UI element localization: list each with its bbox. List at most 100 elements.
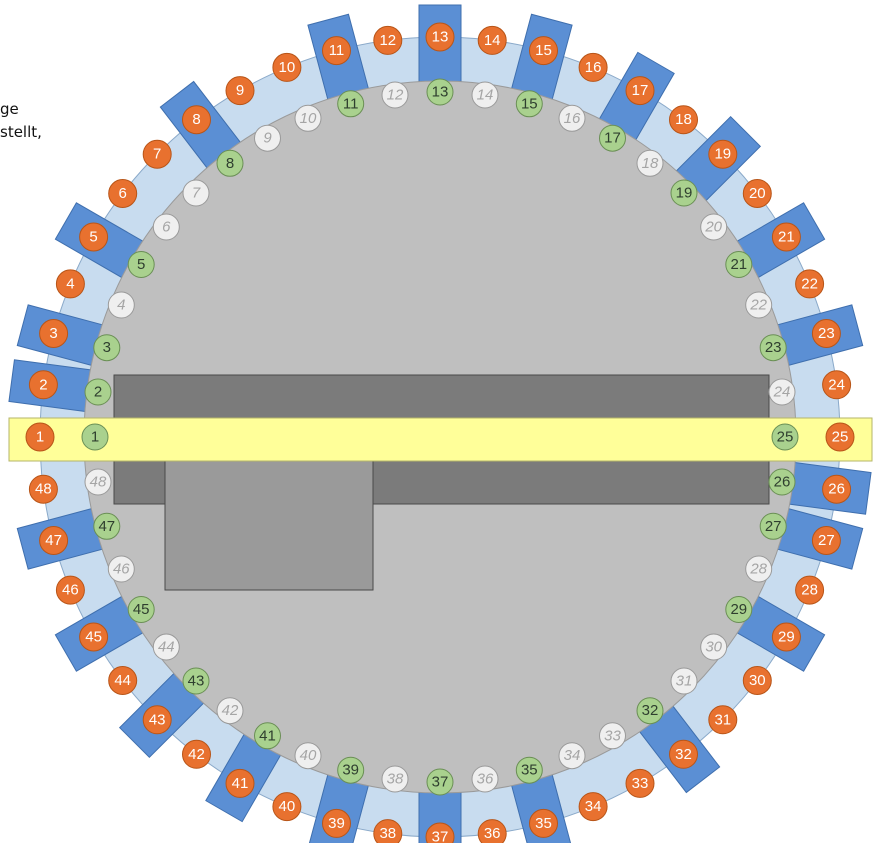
inner-position-label: 44 <box>158 639 175 656</box>
outer-position-label: 33 <box>632 775 649 792</box>
inner-position-label: 45 <box>133 601 150 618</box>
inner-position-marker <box>759 334 787 362</box>
inner-position-label: 38 <box>387 771 404 788</box>
outer-position-marker <box>625 76 655 106</box>
inner-position-marker <box>182 667 210 695</box>
outer-position-label: 9 <box>236 82 244 99</box>
outer-position-marker <box>108 179 138 208</box>
outer-position-marker <box>825 422 855 452</box>
outer-position-label: 16 <box>585 59 602 76</box>
outer-position-marker <box>272 792 302 822</box>
outer-position-marker <box>811 526 841 555</box>
inner-position-marker <box>84 378 112 406</box>
outer-position-label: 41 <box>232 775 249 792</box>
outer-position-marker <box>39 526 69 555</box>
inner-position-marker <box>182 179 210 207</box>
outer-position-marker <box>708 139 738 169</box>
inner-position-marker <box>725 596 753 623</box>
inner-position-marker <box>700 213 728 241</box>
inner-position-marker <box>670 179 698 207</box>
inner-position-label: 46 <box>113 561 130 578</box>
inner-position-marker <box>107 555 135 583</box>
outer-position-label: 14 <box>484 32 501 49</box>
inner-position-label: 18 <box>642 155 659 172</box>
inner-position-label: 7 <box>192 185 201 202</box>
inner-position-label: 26 <box>774 474 791 491</box>
inner-position-marker <box>771 423 799 451</box>
outer-position-marker <box>708 705 738 735</box>
inner-position-label: 29 <box>730 601 747 618</box>
outer-position-label: 43 <box>149 711 166 728</box>
inner-position-label: 34 <box>564 747 581 764</box>
outer-position-marker <box>373 25 403 55</box>
outer-position-marker <box>322 808 351 838</box>
inner-position-marker <box>471 81 499 109</box>
inner-position-label: 42 <box>222 702 239 719</box>
outer-position-marker <box>742 179 772 208</box>
outer-position-marker <box>578 52 608 82</box>
inner-position-label: 5 <box>137 256 145 273</box>
inner-position-label: 2 <box>94 384 102 401</box>
outer-position-marker <box>108 666 138 695</box>
outer-position-label: 47 <box>45 532 62 549</box>
outer-position-marker <box>529 36 558 66</box>
inner-position-label: 6 <box>162 219 171 236</box>
outer-position-label: 46 <box>62 582 79 599</box>
highlight-band <box>8 417 873 462</box>
inner-position-marker <box>294 742 322 770</box>
outer-position-label: 31 <box>714 711 731 728</box>
inner-position-marker <box>84 468 112 496</box>
outer-position-marker <box>771 222 801 252</box>
inner-position-marker <box>93 512 121 540</box>
outer-position-label: 7 <box>153 146 161 163</box>
inner-position-label: 33 <box>604 727 621 744</box>
caption-line-2: stellt, <box>0 123 42 141</box>
outer-position-marker <box>225 76 255 106</box>
outer-position-label: 32 <box>675 746 692 763</box>
inner-position-label: 10 <box>300 110 317 127</box>
outer-position-label: 6 <box>119 185 127 202</box>
inner-position-marker <box>558 104 586 132</box>
outer-position-label: 23 <box>818 325 835 342</box>
inner-position-marker <box>81 423 109 451</box>
inner-position-marker <box>725 251 753 278</box>
inner-position-marker <box>515 90 543 118</box>
inner-position-label: 35 <box>521 762 538 779</box>
outer-position-label: 18 <box>675 111 692 128</box>
inner-position-label: 22 <box>749 297 767 314</box>
inner-position-marker <box>294 104 322 132</box>
outer-position-label: 22 <box>801 275 818 292</box>
outer-position-marker <box>182 105 211 135</box>
outer-position-marker <box>529 808 558 838</box>
outer-position-label: 29 <box>778 629 795 646</box>
outer-position-label: 15 <box>535 42 552 59</box>
outer-position-label: 37 <box>432 829 449 843</box>
inner-position-marker <box>127 596 155 623</box>
inner-position-label: 40 <box>300 747 317 764</box>
outer-position-label: 2 <box>39 376 47 393</box>
outer-position-marker <box>79 622 109 652</box>
outer-position-marker <box>477 25 507 55</box>
inner-position-label: 28 <box>749 561 767 578</box>
outer-position-label: 21 <box>778 229 795 246</box>
inner-position-marker <box>127 251 155 278</box>
outer-position-label: 35 <box>535 815 552 832</box>
outer-position-marker <box>578 792 608 822</box>
outer-position-marker <box>225 768 255 798</box>
inner-position-marker <box>216 697 244 725</box>
outer-position-label: 39 <box>328 815 345 832</box>
outer-position-label: 19 <box>714 146 731 163</box>
inner-position-marker <box>254 722 281 750</box>
outer-position-marker <box>742 666 772 695</box>
inner-position-marker <box>700 633 728 661</box>
inner-position-marker <box>471 765 499 793</box>
outer-position-label: 11 <box>329 42 345 59</box>
outer-position-marker <box>28 370 58 400</box>
inner-position-label: 23 <box>765 339 782 356</box>
outer-position-label: 25 <box>832 429 849 446</box>
inner-position-marker <box>599 722 626 750</box>
inner-position-label: 14 <box>477 87 494 104</box>
inner-position-label: 17 <box>604 130 621 147</box>
inner-position-marker <box>768 468 796 496</box>
